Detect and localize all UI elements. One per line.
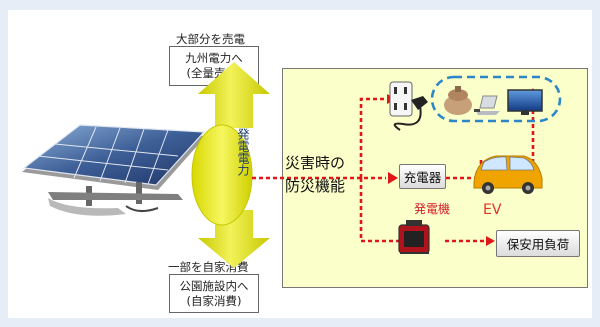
appliance-group — [430, 75, 562, 123]
self-use-box: 公園施設内へ (自家消費) — [169, 274, 259, 313]
generated-power-label: 発電電力 — [236, 128, 250, 176]
disaster-line2: 防災機能 — [285, 177, 346, 195]
diagram-artwork — [22, 62, 562, 268]
ev-car-icon — [473, 155, 543, 194]
self-use-box-line1: 公園施設内へ — [179, 278, 249, 293]
solar-panel-icon — [22, 124, 206, 216]
rice-cooker-icon — [444, 86, 472, 115]
generated-power-ring — [191, 124, 253, 226]
self-use-box-line2: (自家消費) — [186, 293, 242, 308]
generator-icon — [398, 220, 430, 254]
disaster-function-label: 災害時の 防災機能 — [285, 152, 345, 198]
top-caption: 大部分を売電 — [176, 32, 245, 46]
disaster-line1: 災害時の — [285, 154, 346, 172]
diagram-canvas: 大部分を売電 九州電力へ (全量売電) 一部を自家消費 公園施設内へ (自家消費… — [8, 10, 592, 318]
sale-box-line1: 九州電力へ — [185, 51, 243, 65]
reserve-load-box: 保安用負荷 — [496, 230, 580, 257]
television-icon — [507, 89, 543, 115]
plug-icon — [393, 96, 428, 131]
laptop-icon — [474, 95, 500, 115]
generator-label: 発電機 — [414, 202, 451, 216]
ev-label: EV — [483, 202, 502, 218]
power-outlet-icon — [389, 81, 413, 117]
bottom-caption: 一部を自家消費 — [168, 260, 249, 274]
charger-box: 充電器 — [399, 164, 446, 189]
